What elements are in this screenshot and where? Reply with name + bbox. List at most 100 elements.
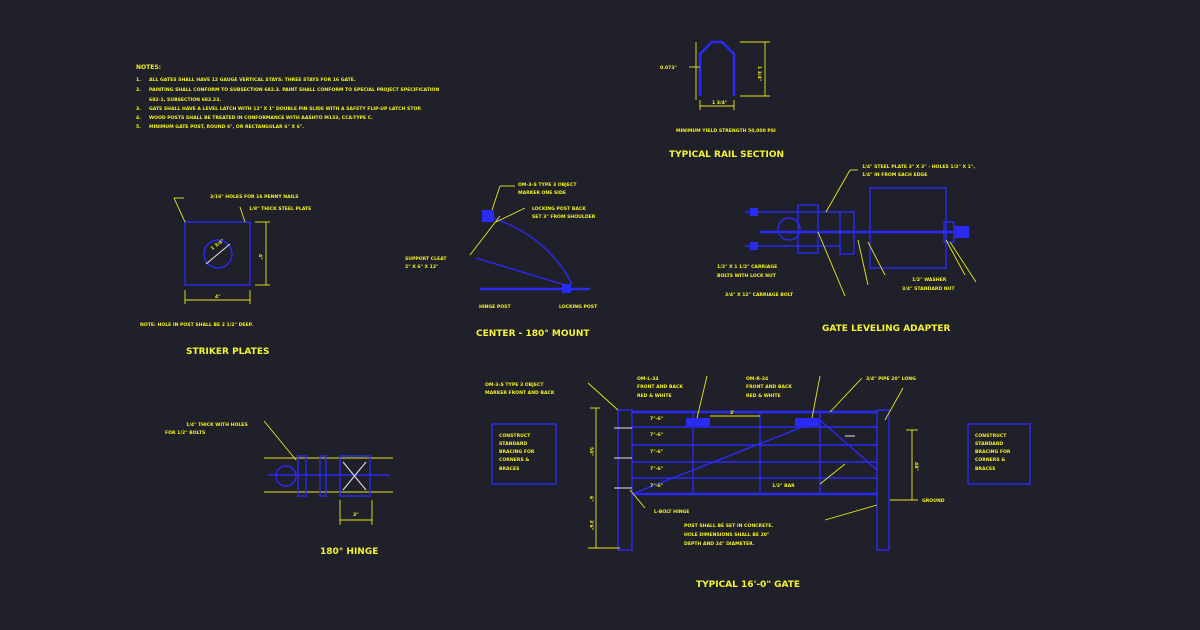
striker-plate-drawing: 3/16" HOLES FOR 16 PENNY NAILS 1/8" THIC…	[140, 194, 311, 357]
bracing-box-right	[967, 423, 1031, 485]
bracing-left-4: CORNERS &	[499, 457, 529, 463]
gate-label-om-2: MARKER FRONT AND BACK	[485, 390, 555, 396]
note-3: GATE SHALL HAVE A LEVEL LATCH WITH 12" X…	[149, 106, 422, 112]
mount-label-lock-1: LOCKING POST BACK	[532, 206, 586, 212]
mount-label-om-1: OM-3-S TYPE 3 OBJECT	[518, 182, 577, 188]
hinge-label-2: FOR 1/2" BOLTS	[165, 430, 205, 436]
gate-drawing: OM-3-S TYPE 3 OBJECT MARKER FRONT AND BA…	[485, 375, 1031, 590]
note-2-cont: 682-1, SUBSECTION 682.23.	[149, 97, 221, 103]
mount-label-hinge-post: HINGE POST	[479, 304, 511, 310]
bracing-box-left	[491, 423, 557, 485]
bracing-left-3: BRACING FOR	[499, 449, 535, 455]
mount-label-cleat-1: SUPPORT CLEAT	[405, 256, 447, 262]
gate-label-oml-3: RED & WHITE	[637, 393, 672, 399]
object-marker	[482, 210, 494, 222]
rail-dim-right: 1 3/4"	[756, 66, 762, 81]
gate-dim-embed: 3'6"	[588, 520, 594, 530]
mount-label-locking-post: LOCKING POST	[559, 304, 598, 310]
note-5: MINIMUM GATE POST, ROUND 6", OR RECTANGU…	[149, 124, 304, 130]
striker-plates-title: STRIKER PLATES	[186, 347, 269, 357]
mount-label-om-2: MARKER ONE SIDE	[518, 190, 566, 196]
gate-spacing-5: 7"-6"	[650, 483, 663, 489]
note-2: PAINTING SHALL CONFORM TO SUBSECTION 682…	[149, 87, 439, 93]
hinge-title: 180° HINGE	[320, 547, 378, 557]
bracing-right-5: BRACES	[975, 466, 995, 472]
note-num-1: 1.	[136, 77, 141, 83]
gate-spacing-3: 7"-6"	[650, 449, 663, 455]
rail-dim-bottom: 1 3/4"	[712, 100, 727, 106]
bracing-right-4: CORNERS &	[975, 457, 1005, 463]
rail-section-title: TYPICAL RAIL SECTION	[669, 150, 784, 160]
gate-dim-right-height: 48"	[913, 462, 919, 471]
gate-post-note-3: DEPTH AND 24" DIAMETER.	[684, 541, 755, 547]
gate-spacing-4: 7"-6"	[650, 466, 663, 472]
adapter-label-bolt: 3/4" X 12" CARRIAGE BOLT	[725, 292, 794, 298]
gate-post-note-2: HOLE DIMENSIONS SHALL BE 20"	[684, 532, 769, 538]
mount-label-cleat-2: 2" X 6" X 12"	[405, 264, 438, 270]
gate-label-omr-1: OM-R-24	[746, 376, 768, 382]
gate-label-omr-3: RED & WHITE	[746, 393, 781, 399]
note-4: WOOD POSTS SHALL BE TREATED IN CONFORMAN…	[149, 115, 373, 121]
note-num-3: 3.	[136, 106, 141, 112]
gate-label-ground: GROUND	[922, 498, 945, 504]
gate-swing-arc	[487, 215, 573, 285]
striker-plate	[184, 221, 251, 286]
gate-label-oml-1: OM-L-24	[637, 376, 659, 382]
notes-block: NOTES: 1. ALL GATES SHALL HAVE 12 GAUGE …	[136, 64, 439, 130]
rail-profile	[698, 40, 736, 96]
rail-note: MINIMUM YIELD STRENGTH 50,000 PSI	[676, 128, 776, 134]
adapter-title: GATE LEVELING ADAPTER	[822, 324, 950, 334]
striker-dim-bottom: 4"	[215, 294, 221, 300]
rail-dim-left: 0.073"	[660, 65, 677, 71]
gate-label-pipe: 3/4" PIPE 20" LONG	[866, 376, 916, 382]
leveling-adapter-drawing: 1/4" STEEL PLATE 3" X 3" - HOLES 1/2" X …	[717, 164, 977, 334]
gate-label-bar: 1/2" BAR	[772, 483, 795, 489]
adapter-label-plate-1: 1/4" STEEL PLATE 3" X 3" - HOLES 1/2" X …	[862, 164, 975, 170]
bracing-right-2: STANDARD	[975, 441, 1003, 447]
adapter-label-carriage-1: 1/2" X 1 1/2" CARRIAGE	[717, 264, 777, 270]
center-mount-drawing: OM-3-S TYPE 3 OBJECT MARKER ONE SIDE LOC…	[405, 182, 598, 339]
striker-dim-side: 4"	[257, 254, 263, 260]
marker-om-l	[686, 418, 710, 426]
note-num-2: 2.	[136, 87, 141, 93]
striker-label-holes: 3/16" HOLES FOR 16 PENNY NAILS	[210, 194, 299, 200]
gate-title: TYPICAL 16'-0" GATE	[696, 580, 800, 590]
adapter-plate	[869, 187, 947, 269]
mount-label-lock-2: SET 3" FROM SHOULDER	[532, 214, 596, 220]
rail-section-drawing: 0.073" 1 3/4" 1 3/4" MINIMUM YIELD STREN…	[660, 40, 784, 160]
gate-dim-height: 50"	[588, 447, 594, 456]
gate-spacing-1: 7"-6"	[650, 416, 663, 422]
adapter-label-plate-2: 1/4" IN FROM EACH EDGE	[862, 172, 927, 178]
note-num-5: 5.	[136, 124, 141, 130]
bracing-left-1: CONSTRUCT	[499, 433, 531, 439]
bracing-left-5: BRACES	[499, 466, 519, 472]
marker-om-r	[795, 418, 819, 426]
gate-spacing-2: 7"-6"	[650, 432, 663, 438]
gate-label-om-1: OM-3-S TYPE 3 OBJECT	[485, 382, 544, 388]
gate-dim-top: 3'	[730, 410, 735, 416]
hinge-dim: 3"	[353, 512, 359, 518]
adapter-label-nut: 3/4" STANDARD NUT	[902, 286, 955, 292]
gate-label-hinge: L-BOLT HINGE	[654, 509, 689, 515]
adapter-label-carriage-2: BOLTS WITH LOCK NUT	[717, 273, 777, 279]
gate-post-note-1: POST SHALL BE SET IN CONCRETE.	[684, 523, 773, 529]
striker-hole	[203, 239, 233, 269]
notes-heading: NOTES:	[136, 64, 161, 71]
adapter-label-washer: 1/2" WASHER	[912, 277, 947, 283]
striker-label-plate: 1/8" THICK STEEL PLATE	[249, 206, 311, 212]
gate-label-omr-2: FRONT AND BACK	[746, 384, 792, 390]
gate-dim-small: 6"	[588, 496, 594, 502]
hinge-label-1: 1/4" THICK WITH HOLES	[186, 422, 248, 428]
bracing-right-1: CONSTRUCT	[975, 433, 1007, 439]
gate-label-oml-2: FRONT AND BACK	[637, 384, 683, 390]
note-1: ALL GATES SHALL HAVE 12 GAUGE VERTICAL S…	[149, 77, 356, 83]
center-mount-title: CENTER - 180° MOUNT	[476, 329, 590, 339]
striker-note: NOTE: HOLE IN POST SHALL BE 2 1/2" DEEP.	[140, 322, 253, 328]
bracing-right-3: BRACING FOR	[975, 449, 1011, 455]
hinge-post	[617, 409, 633, 551]
note-num-4: 4.	[136, 115, 141, 121]
hinge-drawing: 1/4" THICK WITH HOLES FOR 1/2" BOLTS 3" …	[165, 420, 393, 557]
latch-post	[876, 409, 890, 551]
bracing-left-2: STANDARD	[499, 441, 527, 447]
